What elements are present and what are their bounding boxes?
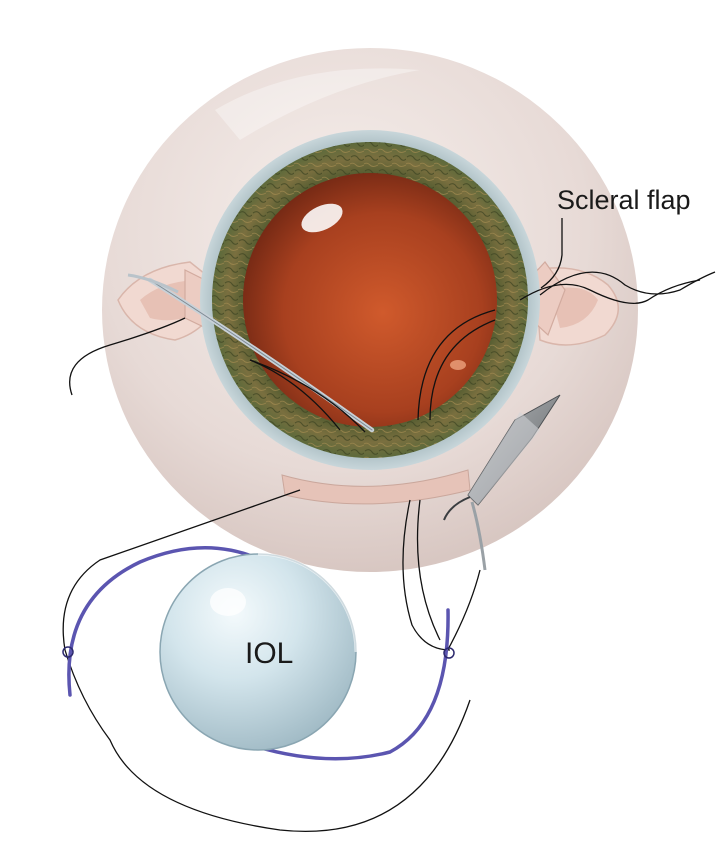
sutures <box>62 271 716 832</box>
haptic-lower <box>234 608 450 761</box>
haptic-knot-left <box>62 646 74 658</box>
pupil-highlight-small <box>450 360 466 370</box>
iol-highlight <box>210 588 246 616</box>
haptic-knot-right <box>443 647 455 659</box>
iol-optic-edge <box>257 552 358 653</box>
forceps-instrument <box>443 394 561 571</box>
needle-tip-left <box>127 273 179 294</box>
scleral-flap-label: Scleral flap <box>557 185 691 215</box>
pupil <box>243 173 497 427</box>
sclera-highlight <box>215 68 420 140</box>
haptic-upper <box>67 546 290 697</box>
pupil-highlight <box>301 203 343 233</box>
inferior-incision <box>281 469 471 505</box>
iol-label: IOL <box>245 637 293 670</box>
right-scleral-flap <box>509 261 619 346</box>
scleral-flap-leader <box>540 218 563 289</box>
